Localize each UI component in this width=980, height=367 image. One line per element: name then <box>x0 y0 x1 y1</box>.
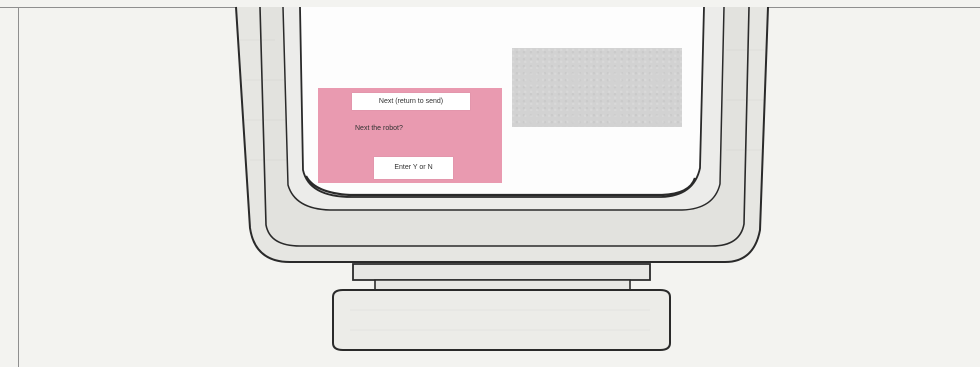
question-label: Next the robot? <box>355 125 403 132</box>
next-prompt: Next (return to send) <box>352 93 470 110</box>
input-prompt[interactable]: Enter Y or N <box>374 157 453 179</box>
image-placeholder <box>512 48 682 127</box>
